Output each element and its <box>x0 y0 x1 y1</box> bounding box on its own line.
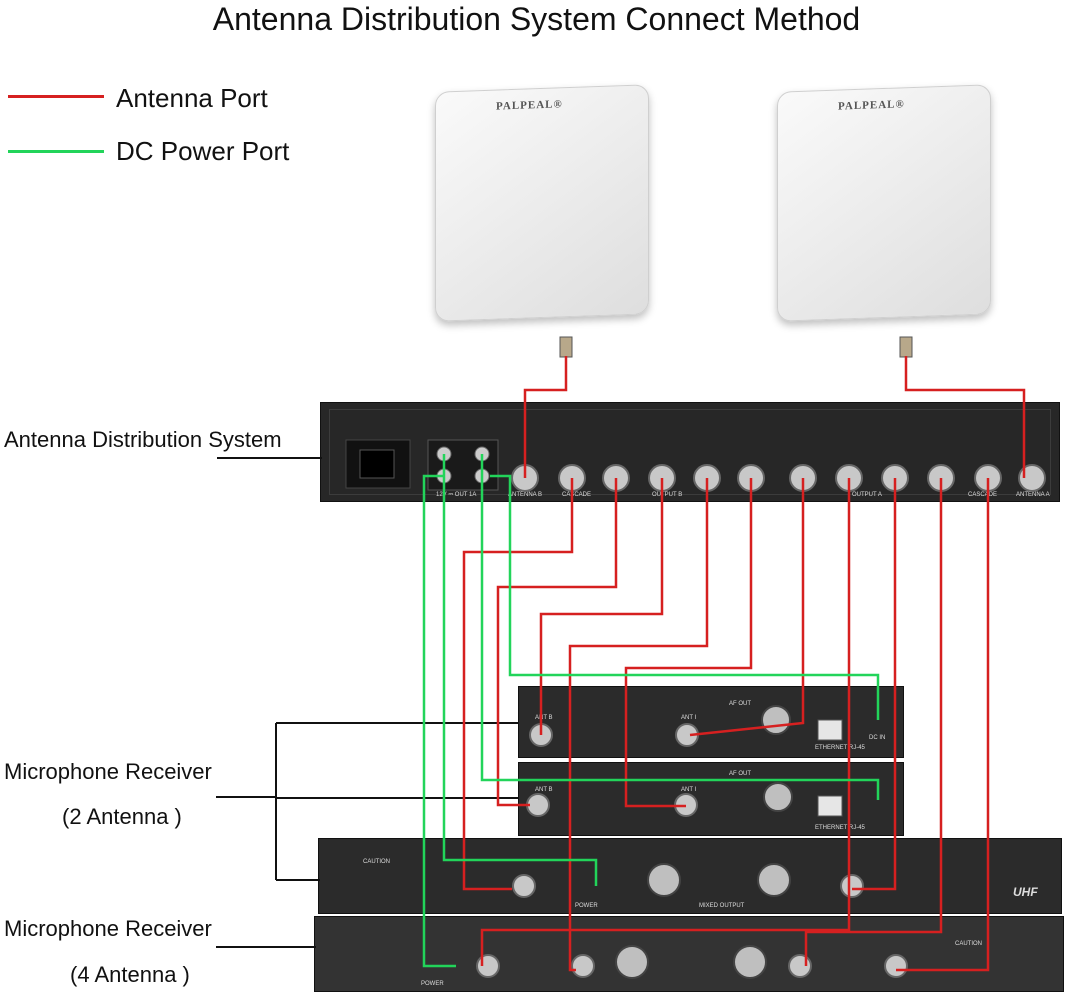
page-title: Antenna Distribution System Connect Meth… <box>212 1 861 37</box>
xlr-connectors <box>615 705 793 979</box>
output-b-label: OUTPUT B <box>652 492 683 498</box>
receiver-ethernet-label: ETHERNET RJ-45 <box>815 745 865 751</box>
receiver-caution-label: CAUTION <box>363 859 390 865</box>
receiver-caution-label: CAUTION <box>955 941 982 947</box>
label-leader-lines <box>216 457 518 948</box>
receiver-ant-i-label: ANT I <box>681 715 697 721</box>
receiver-4ant-label: Microphone Receiver <box>4 916 212 941</box>
receiver-bnc-ports <box>476 723 908 978</box>
receiver-power-label: POWER <box>575 903 598 909</box>
cascade-right-label: CASCADE <box>968 492 998 498</box>
receiver-4ant-lower: POWER CAUTION <box>314 916 1064 992</box>
receiver-af-out-label: AF OUT <box>729 701 751 707</box>
distribution-bnc-ports <box>511 464 1046 492</box>
cascade-left-label: CASCADE <box>562 492 592 498</box>
receiver-ant-b-label: ANT B <box>535 715 553 721</box>
receiver-4ant-sublabel: (4 Antenna ) <box>70 962 190 987</box>
receiver-mixed-output-label: MIXED OUTPUT <box>699 903 745 909</box>
distribution-system-label: Antenna Distribution System <box>4 427 282 452</box>
dc-power-cables <box>422 454 880 968</box>
legend-antenna-label: Antenna Port <box>116 83 268 113</box>
receiver-ant-b-label: ANT B <box>535 787 553 793</box>
receiver-2ant-sublabel: (2 Antenna ) <box>62 804 182 829</box>
uhf-logo: UHF <box>1013 885 1038 899</box>
output-a-label: OUTPUT A <box>852 492 882 498</box>
dc-output-block <box>427 439 499 491</box>
antenna-a-port-label: ANTENNA A <box>1016 492 1050 498</box>
legend-dc-label: DC Power Port <box>116 136 290 166</box>
receiver-ant-i-label: ANT I <box>681 787 697 793</box>
receiver-ethernet-label: ETHERNET RJ-45 <box>815 825 865 831</box>
legend-dc-line <box>8 150 104 153</box>
legend-antenna-line <box>8 95 104 98</box>
dc-out-label: 12V ⎓ OUT 1A <box>436 492 477 498</box>
antenna-b-port-label: ANTENNA B <box>508 492 543 498</box>
ethernet-ports <box>817 719 843 817</box>
receiver-4ant-upper: CAUTION POWER MIXED OUTPUT UHF <box>318 838 1062 914</box>
receiver-dc-in-label: DC IN <box>869 735 886 741</box>
receiver-af-out-label: AF OUT <box>729 771 751 777</box>
antenna-connectors <box>559 336 913 358</box>
receiver-2ant-label: Microphone Receiver <box>4 759 212 784</box>
antenna-cables <box>462 356 1026 972</box>
receiver-power-label: POWER <box>421 981 444 987</box>
